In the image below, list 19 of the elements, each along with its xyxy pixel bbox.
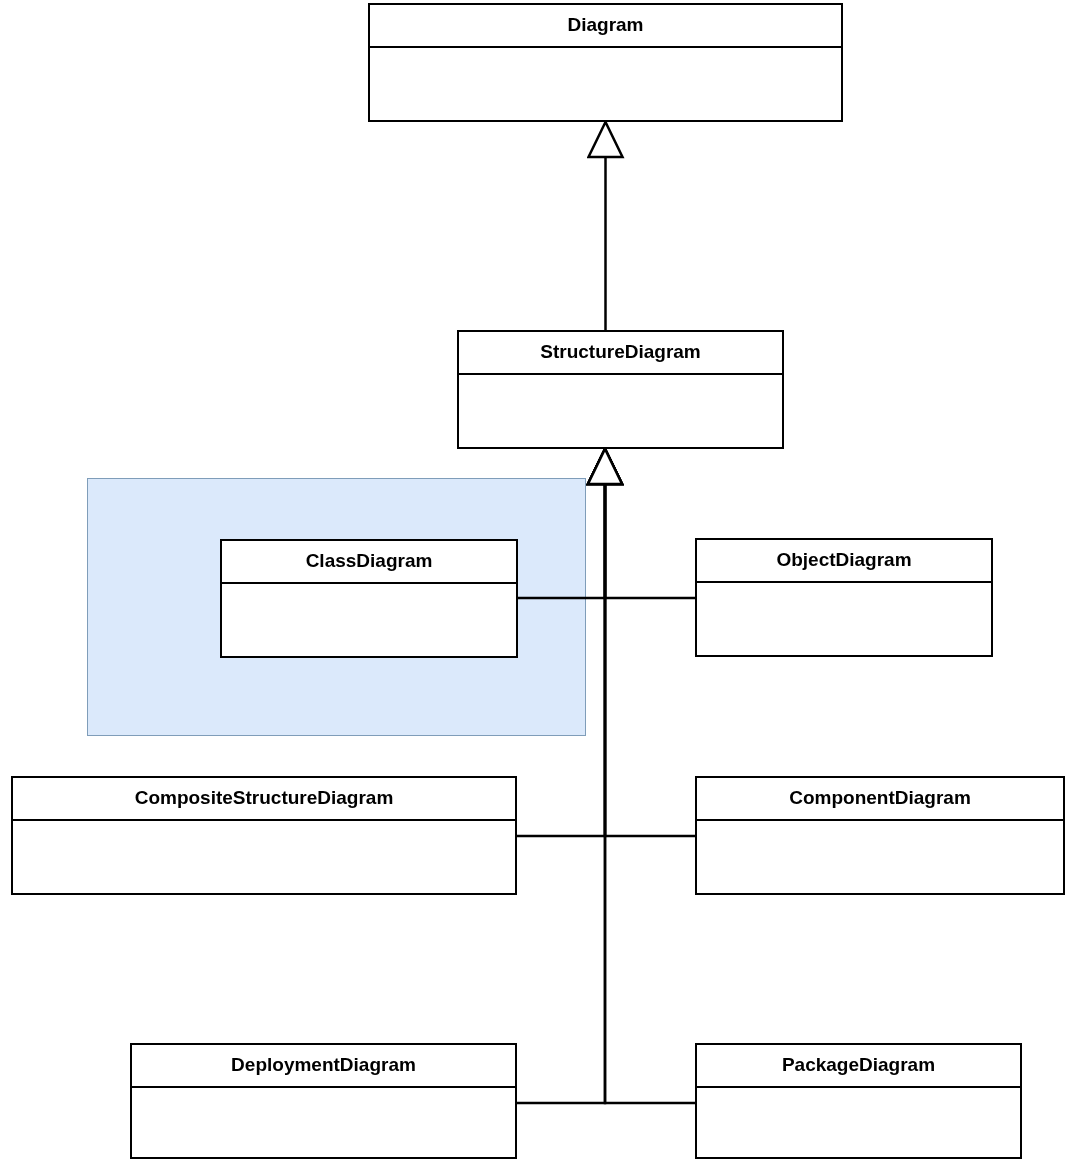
class-box — [695, 1043, 1022, 1159]
class-name: CompositeStructureDiagram — [13, 778, 515, 821]
class-box — [220, 539, 518, 658]
class-name: Diagram — [370, 5, 841, 48]
class-name: ClassDiagram — [222, 541, 516, 584]
class-name: ObjectDiagram — [697, 540, 991, 583]
generalization-arrow — [587, 120, 624, 330]
class-name: DeploymentDiagram — [132, 1045, 515, 1088]
generalization-arrow — [586, 447, 695, 1105]
class-name: StructureDiagram — [459, 332, 782, 375]
class-box — [130, 1043, 517, 1159]
class-box — [457, 330, 784, 449]
class-name: ComponentDiagram — [697, 778, 1063, 821]
class-name: PackageDiagram — [697, 1045, 1020, 1088]
class-box — [695, 538, 993, 657]
class-box — [11, 776, 517, 895]
highlight-region — [87, 478, 586, 736]
class-box — [368, 3, 843, 122]
class-box — [695, 776, 1065, 895]
